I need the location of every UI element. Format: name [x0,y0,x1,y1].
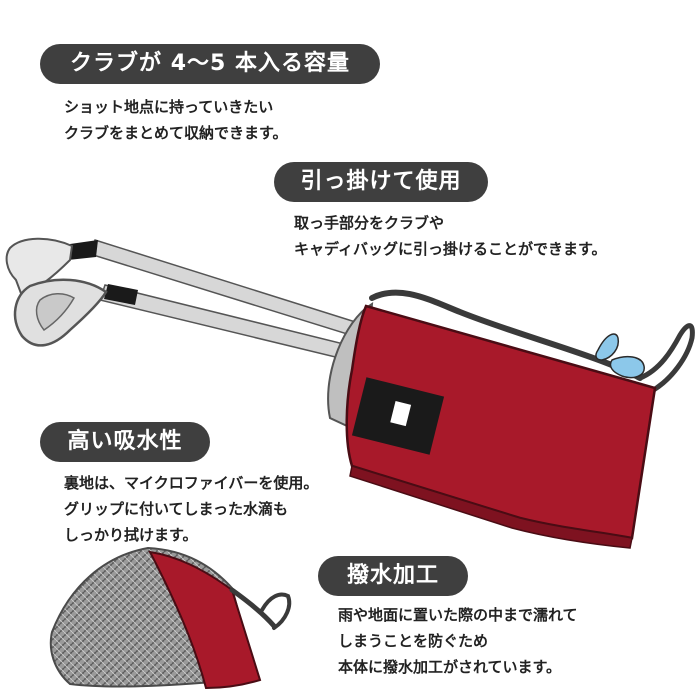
hanging-use-description: 取っ手部分をクラブや キャディバッグに引っ掛けることができます。 [294,210,606,262]
description-line: ショット地点に持っていきたい [64,98,274,116]
description-line: 雨や地面に置いた際の中まで濡れて [338,606,578,624]
description-line: 本体に撥水加工がされています。 [338,658,562,676]
description-line: キャディバッグに引っ掛けることができます。 [294,240,607,258]
description-line: 取っ手部分をクラブや [294,214,445,232]
description-line: 裏地は、マイクロファイバーを使用。 [64,474,319,492]
water-repellent-description: 雨や地面に置いた際の中まで濡れて しまうことを防ぐため 本体に撥水加工がされてい… [338,602,578,680]
absorbency-heading: 高い吸水性 [40,422,210,462]
absorbency-description: 裏地は、マイクロファイバーを使用。 グリップに付いてしまった水滴も しっかり拭け… [64,470,318,548]
club-bag-icon [327,289,695,549]
water-drop-icon [595,333,645,379]
description-line: グリップに付いてしまった水滴も [64,500,288,518]
description-line: しっかり拭けます。 [64,526,198,544]
description-line: しまうことを防ぐため [338,632,489,650]
water-repellent-heading: 撥水加工 [318,556,468,596]
description-line: クラブをまとめて収納できます。 [64,124,288,142]
hanging-use-heading: 引っ掛けて使用 [274,162,488,202]
golf-club-icon [5,237,366,363]
capacity-heading: クラブが 4〜5 本入る容量 [40,44,380,84]
microfiber-lining-icon [49,546,292,690]
capacity-description: ショット地点に持っていきたい クラブをまとめて収納できます。 [64,94,288,146]
